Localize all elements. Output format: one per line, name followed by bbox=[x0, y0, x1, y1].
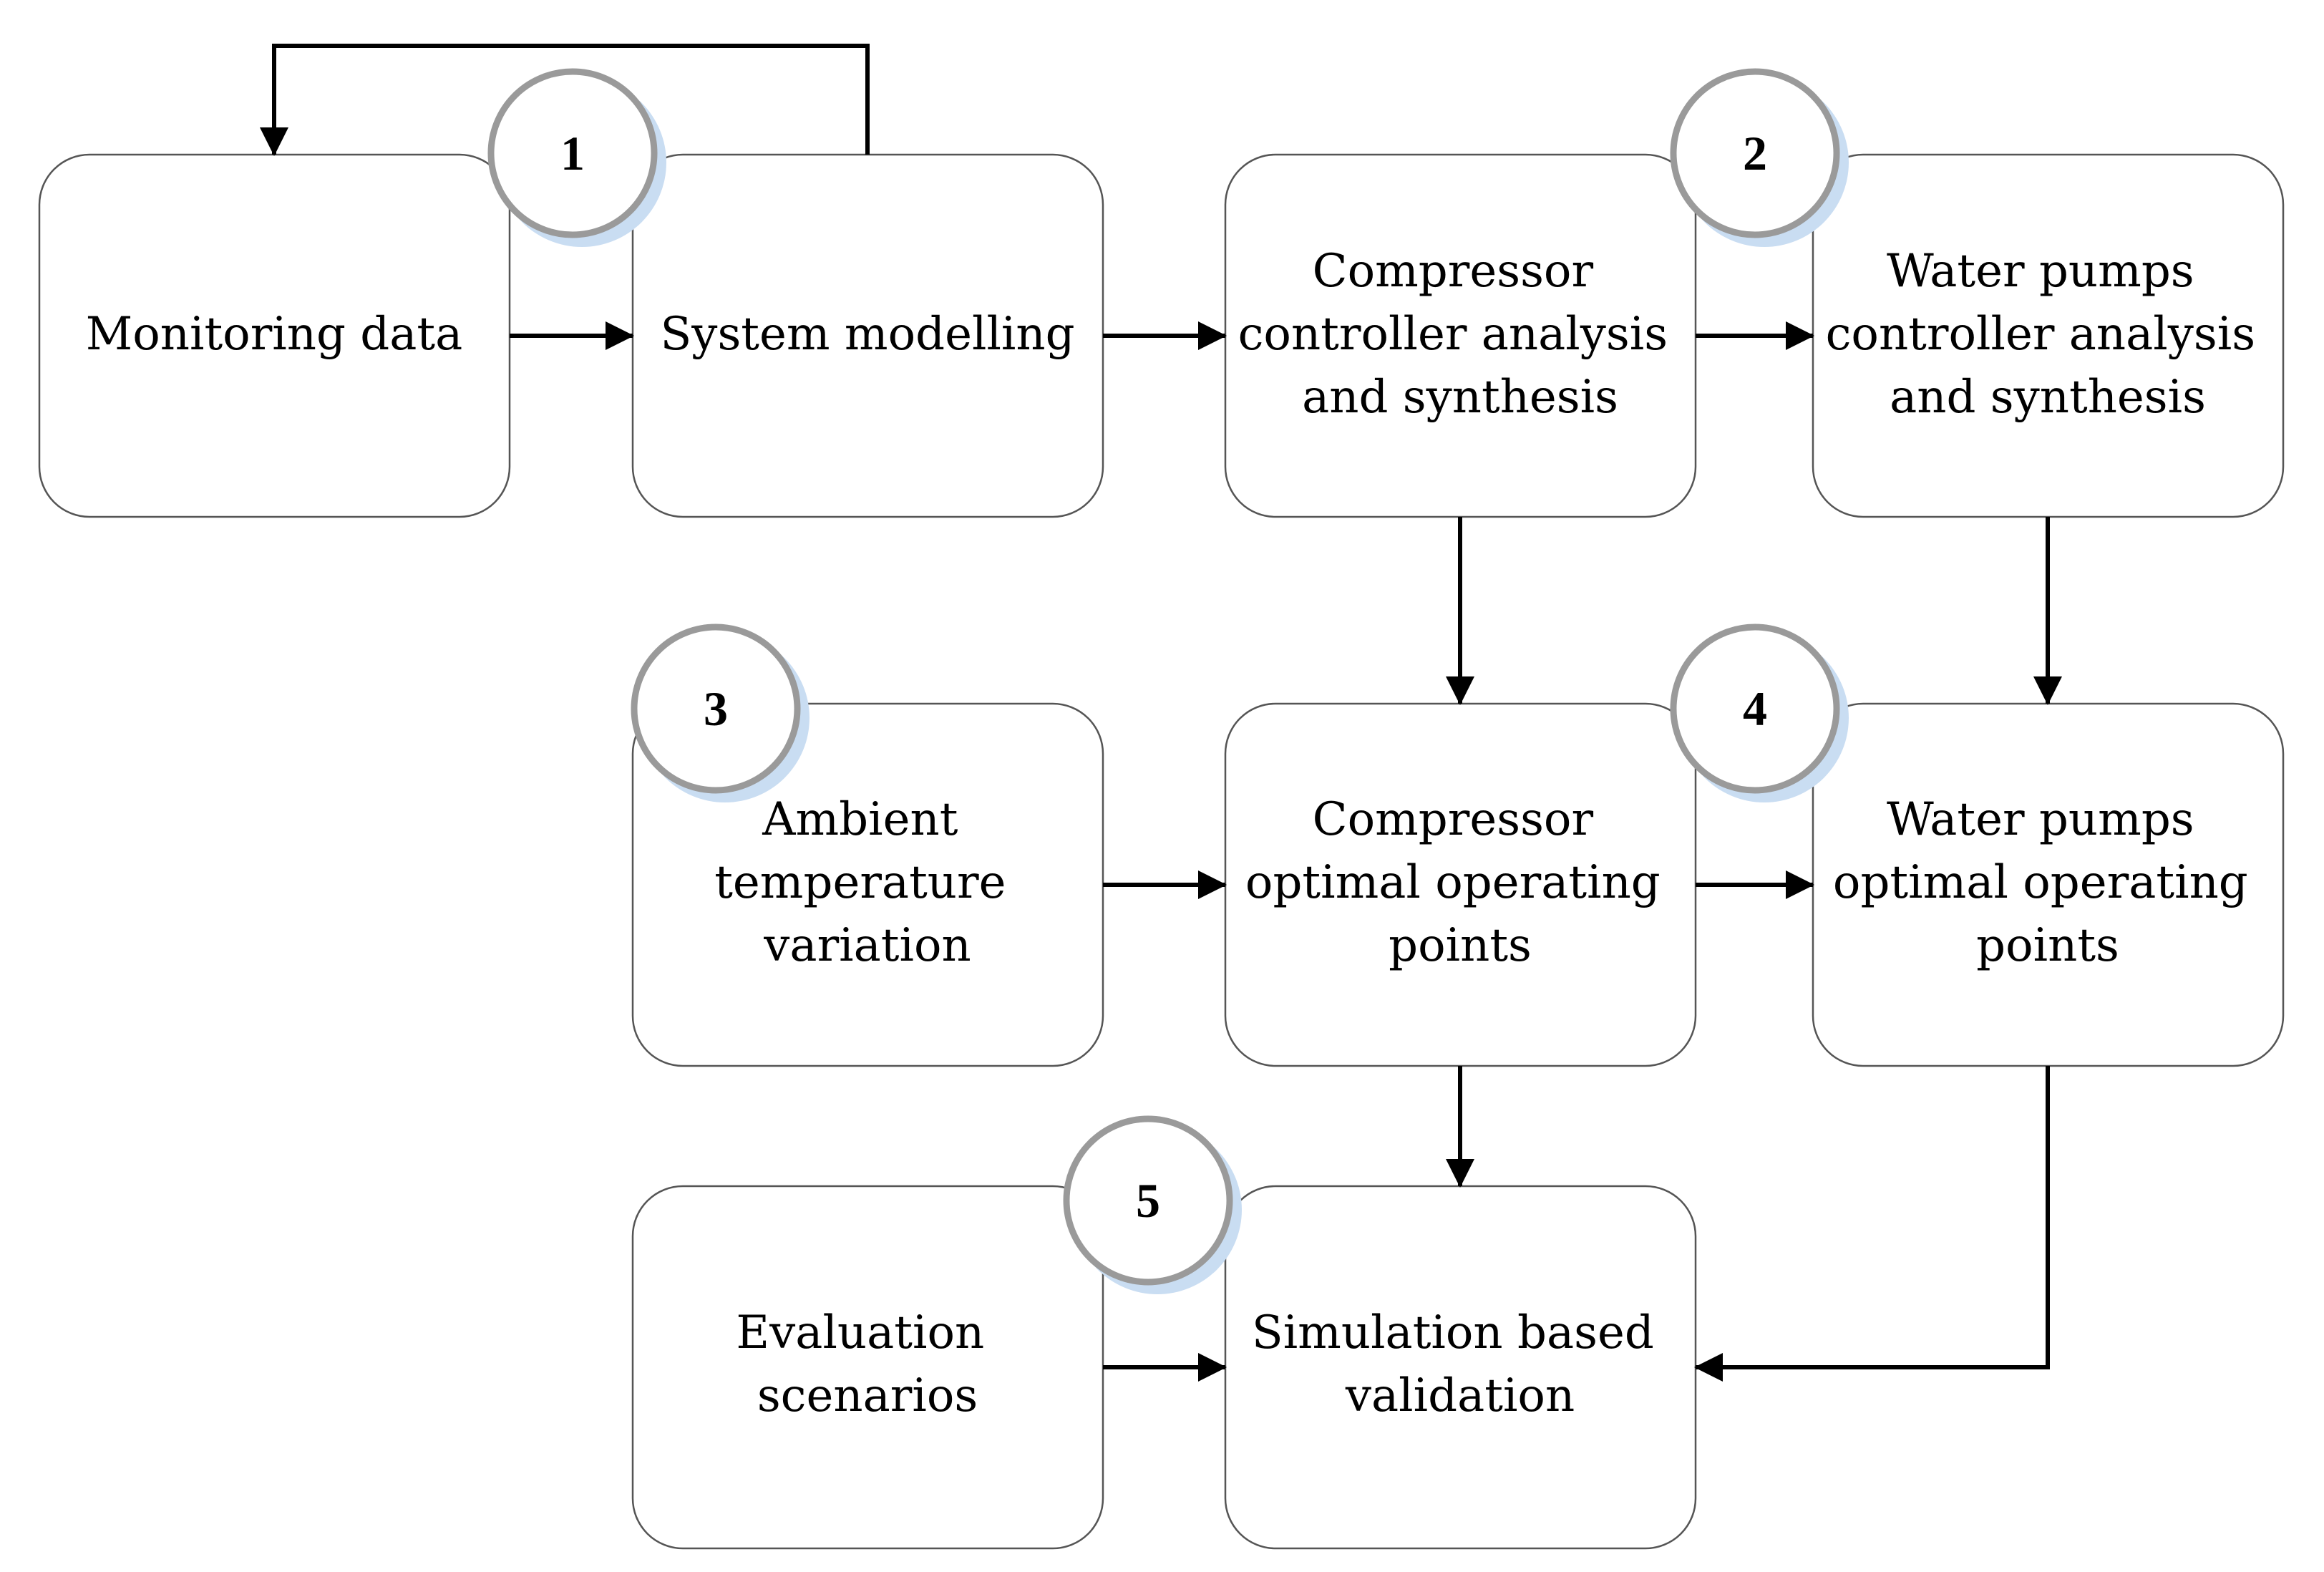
box-scenarios-label: Evaluation scenarios bbox=[736, 1306, 998, 1422]
step-badge-2-label: 2 bbox=[1743, 126, 1767, 180]
box-ambient-label: Ambient temperature variation bbox=[714, 793, 1021, 972]
box-pumps-optimal: Water pumps optimal operating points bbox=[1812, 702, 2285, 1067]
box-pumps-controller-label: Water pumps controller analysis and synt… bbox=[1826, 245, 2270, 424]
step-badge-5: 5 bbox=[1063, 1115, 1242, 1294]
box-compressor-optimal-label: Compressor optimal operating points bbox=[1245, 793, 1675, 972]
step-badge-5-label: 5 bbox=[1136, 1173, 1160, 1228]
step-badge-1: 1 bbox=[487, 68, 666, 247]
box-validation-label: Simulation based validation bbox=[1252, 1306, 1668, 1422]
box-scenarios: Evaluation scenarios bbox=[631, 1185, 1104, 1550]
step-badge-1-label: 1 bbox=[560, 126, 585, 180]
box-modelling-label: System modelling bbox=[660, 308, 1074, 361]
box-modelling: System modelling bbox=[631, 153, 1104, 518]
box-validation: Simulation based validation bbox=[1224, 1185, 1697, 1550]
step-badge-2: 2 bbox=[1670, 68, 1849, 247]
arrow-feedback-modelling-to-monitoring bbox=[260, 44, 870, 156]
step-badge-4: 4 bbox=[1670, 624, 1849, 802]
box-compressor-controller-label: Compressor controller analysis and synth… bbox=[1238, 245, 1683, 424]
box-pumps-optimal-label: Water pumps optimal operating points bbox=[1833, 793, 2262, 972]
step-badge-3-label: 3 bbox=[704, 681, 728, 736]
box-compressor-optimal: Compressor optimal operating points bbox=[1224, 702, 1697, 1067]
box-monitoring-label: Monitoring data bbox=[86, 308, 463, 361]
box-pumps-controller: Water pumps controller analysis and synt… bbox=[1812, 153, 2285, 518]
box-compressor-controller: Compressor controller analysis and synth… bbox=[1224, 153, 1697, 518]
step-badge-3: 3 bbox=[631, 624, 809, 802]
box-monitoring: Monitoring data bbox=[38, 153, 511, 518]
arrow-pumps-optimal-to-validation bbox=[1694, 1066, 2050, 1382]
step-badge-4-label: 4 bbox=[1743, 681, 1767, 736]
